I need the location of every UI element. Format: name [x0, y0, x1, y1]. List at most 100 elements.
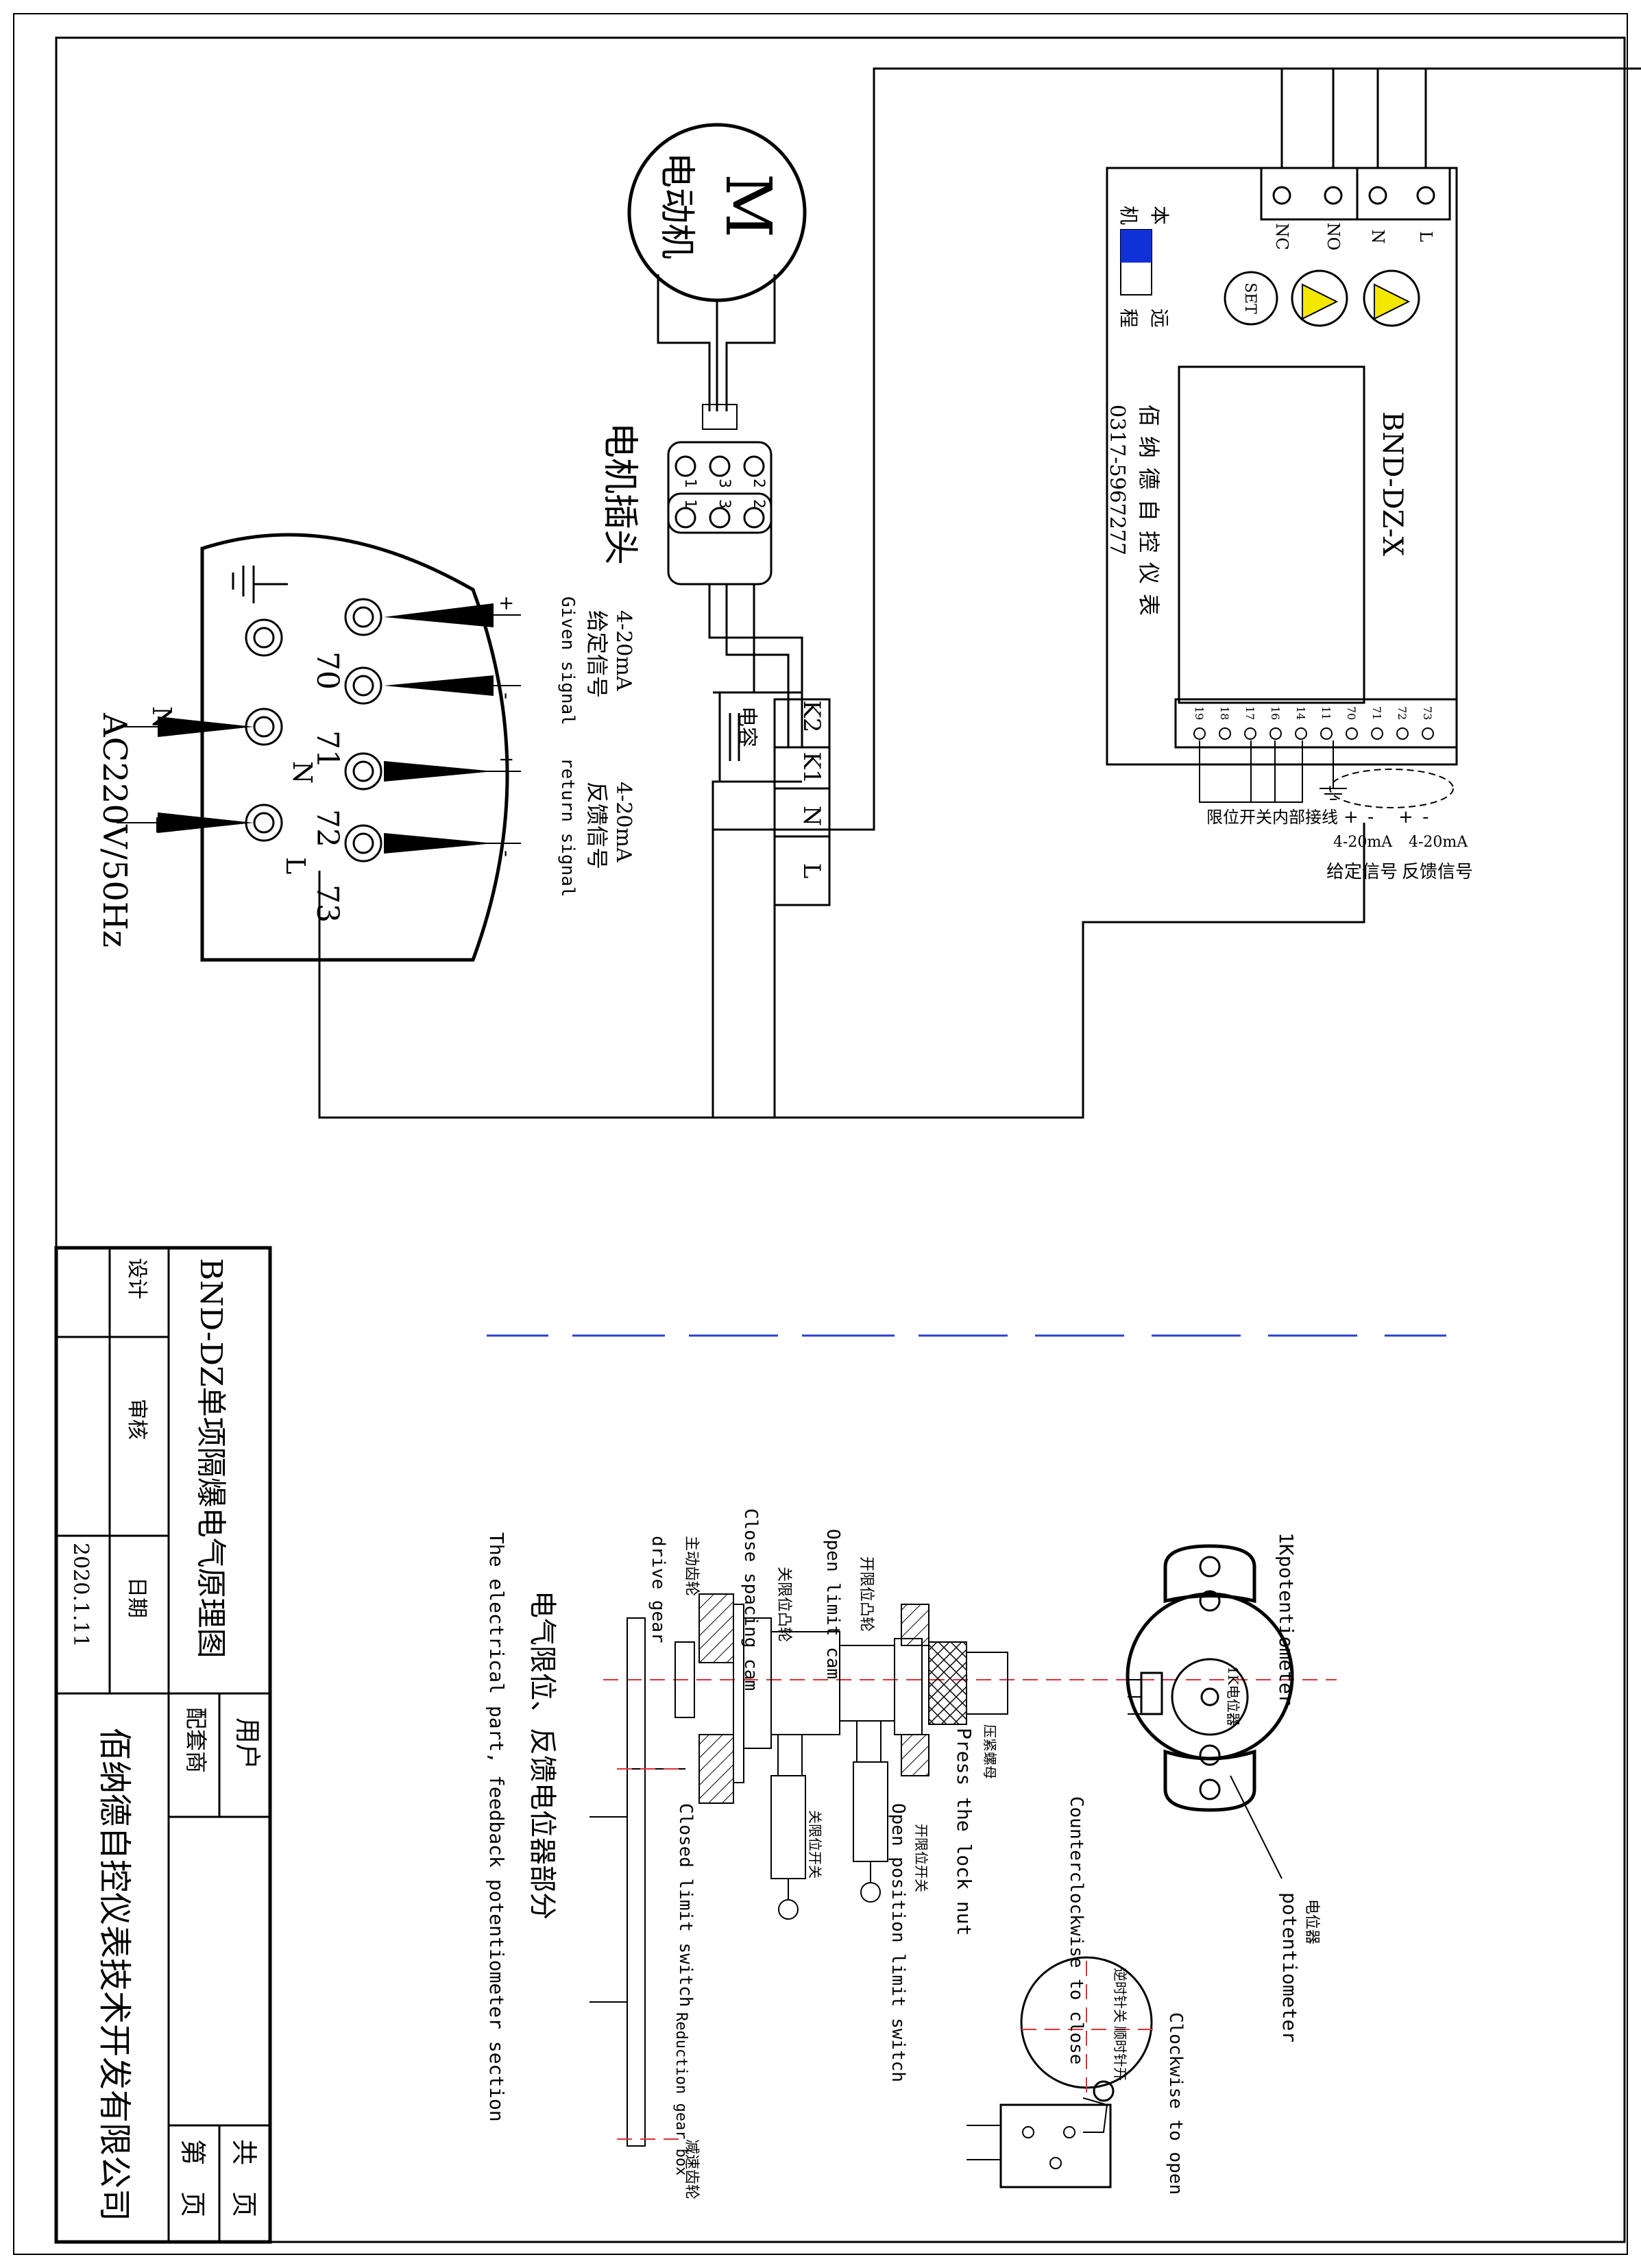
outer-border — [13, 13, 1628, 2255]
cw-cn: 顺时针开 — [1112, 2026, 1128, 2081]
ctrl-return-label: 反馈信号 — [1402, 862, 1473, 882]
display-screen — [1178, 365, 1365, 704]
open-cam-cn: 开限位凸轮 — [858, 1556, 875, 1632]
company-name: 佰纳德自控仪表技术开发有限公司 — [95, 1728, 134, 2221]
title-block: BND-DZ单项隔爆电气原理图 设计 审核 日期 2020.1.11 用户 配套… — [54, 1246, 272, 2244]
mode-local: 本 — [1148, 206, 1171, 225]
cw-open-label: Clockwise to open — [1165, 2012, 1186, 2195]
plug-pin-2: 2 — [750, 479, 767, 488]
ccw-close-label: Counterclockwise to close — [1066, 1796, 1086, 2064]
io-terminal-label: 16 — [1269, 706, 1282, 720]
section-title-en: The electrical part, feedback potentiome… — [485, 1532, 508, 2122]
mode-remote-2: 程 — [1117, 309, 1140, 328]
return-plus: + — [496, 751, 518, 767]
plug-pin-3: 3 — [716, 479, 733, 488]
reduction-label: Reduction gear box — [672, 2012, 690, 2175]
ctrl-given-minus: - — [1368, 807, 1374, 828]
io-terminal-screw — [1371, 727, 1383, 740]
total-pages: 共 页 — [229, 2139, 259, 2217]
close-cam-cn: 关限位凸轮 — [775, 1567, 792, 1642]
given-en: Given signal — [557, 596, 578, 725]
set-button-label: SET — [1241, 282, 1259, 314]
press-nut-cn: 压紧螺母 — [982, 1724, 998, 1779]
given-plus: + — [496, 595, 518, 611]
knl-terminal-block: K2 K1 N L — [712, 67, 1641, 1118]
term-71: 71 — [310, 730, 345, 769]
motor-label: 电动机 — [656, 152, 697, 259]
relay-wires — [1280, 69, 1427, 168]
return-range: 4-20mA — [611, 782, 635, 862]
interconnect-wires — [318, 823, 1365, 1119]
given-minus: - — [496, 692, 518, 699]
input-l: L — [150, 816, 180, 833]
mode-remote: 远 — [1148, 309, 1171, 328]
controller-model: BND-DZ-X — [1376, 411, 1408, 557]
ctrl-return-range: 4-20mA — [1409, 834, 1468, 851]
round-terminal-box: + - + - 4-20mA 给定信号 Given signal 4-20mA … — [95, 533, 635, 962]
decrease-button[interactable] — [1291, 269, 1348, 327]
ctrl-given-range: 4-20mA — [1333, 834, 1393, 851]
plug-pin-2b: 2 — [750, 499, 767, 509]
io-terminal-screw — [1244, 727, 1256, 740]
io-terminal-screw — [1422, 727, 1434, 740]
dealer-label: 配套商 — [183, 1707, 209, 1773]
mode-toggle-switch[interactable] — [1120, 229, 1152, 295]
section-title-cn: 电气限位、反馈电位器部分 — [526, 1591, 558, 1920]
io-terminal-label: 14 — [1294, 706, 1307, 720]
inner-n: N — [287, 761, 317, 784]
drive-gear-label: drive gear — [648, 1536, 668, 1643]
set-button[interactable]: SET — [1224, 271, 1278, 326]
controller-company: 佰纳德自控仪表 — [1136, 405, 1162, 625]
drawing-title: BND-DZ单项隔爆电气原理图 — [193, 1258, 228, 1658]
io-terminal-label: 71 — [1370, 706, 1383, 720]
open-switch-cn: 开限位开关 — [913, 1824, 929, 1892]
motor-plug: 2 3 1 2 3 1 电机插头 — [599, 422, 803, 747]
return-minus: - — [496, 850, 518, 857]
reduction-cn: 减速齿轮 — [683, 2139, 700, 2199]
term-72: 72 — [310, 809, 345, 847]
return-cn: 反馈信号 — [584, 782, 610, 869]
io-terminal-label: 70 — [1345, 706, 1358, 720]
given-cn: 给定信号 — [584, 610, 610, 698]
io-terminal-label: 11 — [1320, 706, 1333, 720]
mode-local-2: 机 — [1117, 206, 1140, 225]
relay-l: L — [1416, 231, 1435, 242]
ctrl-return-plus: + — [1398, 807, 1413, 828]
ccw-cn: 逆时针关 — [1112, 1968, 1128, 2023]
controller-phone: 0317-5967277 — [1105, 405, 1129, 555]
review-label: 审核 — [125, 1399, 149, 1440]
ground-icon — [232, 566, 288, 603]
motor-symbol: M — [712, 173, 785, 238]
pot-side-label: potentiometer — [1278, 1892, 1301, 2042]
date-value: 2020.1.11 — [69, 1543, 93, 1648]
input-n: N — [147, 706, 177, 729]
user-label: 用户 — [232, 1717, 263, 1770]
design-label: 设计 — [125, 1258, 149, 1299]
plug-pin-3b: 3 — [716, 499, 733, 509]
page-number: 第 页 — [178, 2139, 208, 2217]
pot-top-label: 1Kpotentiometer — [1275, 1532, 1298, 1706]
inner-border — [55, 36, 1626, 2243]
relay-nc: NC — [1272, 223, 1291, 250]
pot-side-cn: 电位器 — [1303, 1899, 1320, 1944]
term-70: 70 — [310, 651, 345, 690]
date-label: 日期 — [125, 1577, 149, 1618]
io-terminal-screw — [1219, 727, 1231, 740]
increase-button[interactable] — [1363, 269, 1420, 327]
given-range: 4-20mA — [611, 610, 635, 691]
io-terminal-label: 18 — [1218, 706, 1231, 720]
io-terminal-label: 72 — [1396, 706, 1409, 720]
terminal-k1: K1 — [798, 751, 825, 784]
relay-n: N — [1368, 230, 1387, 244]
limit-switch-note: 限位开关内部接线 — [1206, 808, 1338, 827]
limit-section: 电气限位、反馈电位器部分 The electrical part, feedba… — [485, 1508, 1337, 2199]
close-cam-label: Close spacing cam — [740, 1508, 761, 1691]
capacitor-label: 电容 — [735, 706, 759, 747]
terminal-k2: K2 — [798, 700, 825, 732]
pot-center-label: 1K电位器 — [1225, 1666, 1241, 1726]
term-73: 73 — [310, 884, 345, 923]
io-terminal-screw — [1193, 727, 1206, 740]
open-cam-label: Open limit cam — [823, 1529, 843, 1679]
